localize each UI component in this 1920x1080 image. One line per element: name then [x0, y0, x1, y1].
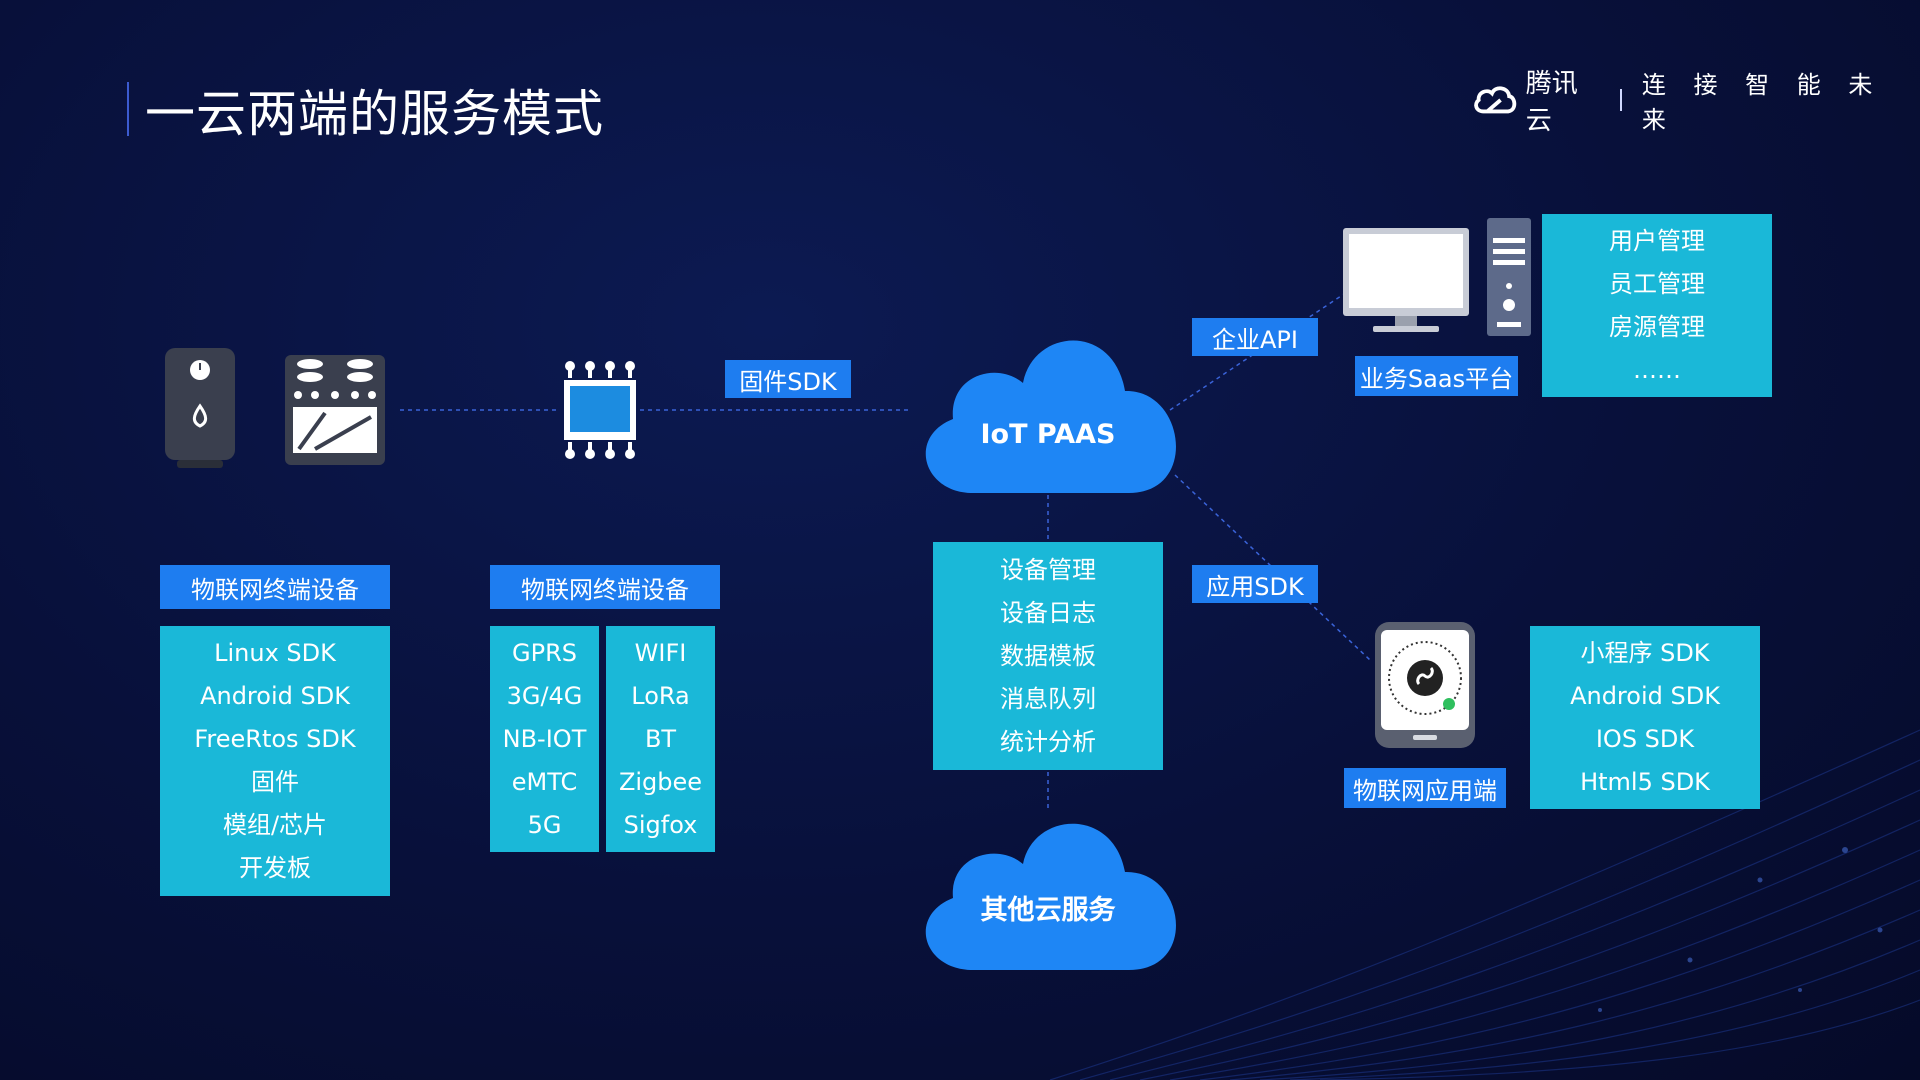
brand-logo: 腾讯云 连 接 智 能 未 来 — [1472, 69, 1920, 136]
list-item: 消息队列 — [1000, 684, 1096, 713]
device-title-2: 物联网终端设备 — [490, 565, 720, 609]
platform-features-panel: 设备管理 设备日志 数据模板 消息队列 统计分析 — [933, 542, 1163, 770]
slogan: 连 接 智 能 未 来 — [1641, 71, 1883, 134]
list-item: Linux SDK — [214, 639, 336, 667]
list-item: FreeRtos SDK — [194, 725, 356, 753]
iot-paas-label: IoT PAAS — [980, 419, 1116, 450]
list-item: 数据模板 — [1000, 641, 1096, 670]
iot-paas-cloud: IoT PAAS — [913, 325, 1183, 495]
list-item: 房源管理 — [1609, 312, 1705, 341]
other-cloud-services: 其他云服务 — [913, 810, 1183, 972]
app-sdk-label: 应用SDK — [1192, 565, 1318, 603]
list-item: eMTC — [511, 767, 578, 796]
tencent-cloud-icon — [1474, 86, 1517, 114]
list-item: Html5 SDK — [1580, 767, 1710, 796]
list-item: NB-IOT — [502, 724, 587, 753]
network-right-panel: WIFI LoRa BT Zigbee Sigfox — [606, 626, 715, 852]
device-sdk-panel: Linux SDK Android SDK FreeRtos SDK 固件 模组… — [160, 626, 390, 896]
chip-icon — [564, 361, 636, 459]
logo-text: 腾讯云 — [1525, 69, 1578, 136]
list-item: Sigfox — [623, 810, 698, 839]
list-item: BT — [644, 724, 677, 753]
cloud-shape-icon — [925, 823, 1176, 970]
list-item: 小程序 SDK — [1580, 638, 1710, 667]
miniapp-phone-icon — [1375, 622, 1475, 748]
list-item: 固件 — [251, 768, 299, 796]
list-item: 用户管理 — [1609, 226, 1705, 255]
saas-platform-label: 业务Saas平台 — [1355, 356, 1518, 396]
page-title: 一云两端的服务模式 — [145, 85, 604, 143]
monitor-icon — [1343, 228, 1469, 332]
list-item: 设备日志 — [1000, 598, 1096, 627]
list-item: 开发板 — [239, 854, 311, 882]
saas-features-panel: 用户管理 员工管理 房源管理 …… — [1542, 214, 1772, 397]
device-title-1: 物联网终端设备 — [160, 565, 390, 609]
list-item: 模组/芯片 — [222, 811, 328, 839]
water-heater-icon — [165, 348, 235, 468]
list-item: 设备管理 — [1000, 555, 1096, 584]
logo-separator — [1619, 89, 1622, 111]
list-item: LoRa — [631, 681, 690, 710]
list-item: GPRS — [512, 638, 577, 667]
oven-icon — [285, 355, 385, 465]
server-icon — [1487, 218, 1531, 336]
title-accent-bar — [127, 82, 129, 136]
list-item: Zigbee — [618, 767, 703, 796]
app-sdk-panel: 小程序 SDK Android SDK IOS SDK Html5 SDK — [1530, 626, 1760, 809]
list-item: WIFI — [634, 638, 687, 667]
firmware-sdk-label: 固件SDK — [725, 360, 851, 398]
network-left-panel: GPRS 3G/4G NB-IOT eMTC 5G — [490, 626, 599, 852]
iot-app-label: 物联网应用端 — [1344, 768, 1506, 808]
list-item: 员工管理 — [1609, 269, 1705, 298]
list-item: 5G — [527, 810, 562, 839]
cloud-shape-icon — [925, 340, 1176, 493]
list-item: 统计分析 — [1000, 727, 1096, 756]
list-item: 3G/4G — [506, 681, 583, 710]
other-cloud-label: 其他云服务 — [980, 895, 1116, 926]
list-item: …… — [1633, 355, 1681, 384]
list-item: Android SDK — [1570, 681, 1720, 710]
list-item: Android SDK — [200, 682, 350, 710]
list-item: IOS SDK — [1595, 724, 1695, 753]
enterprise-api-label: 企业API — [1192, 318, 1318, 356]
